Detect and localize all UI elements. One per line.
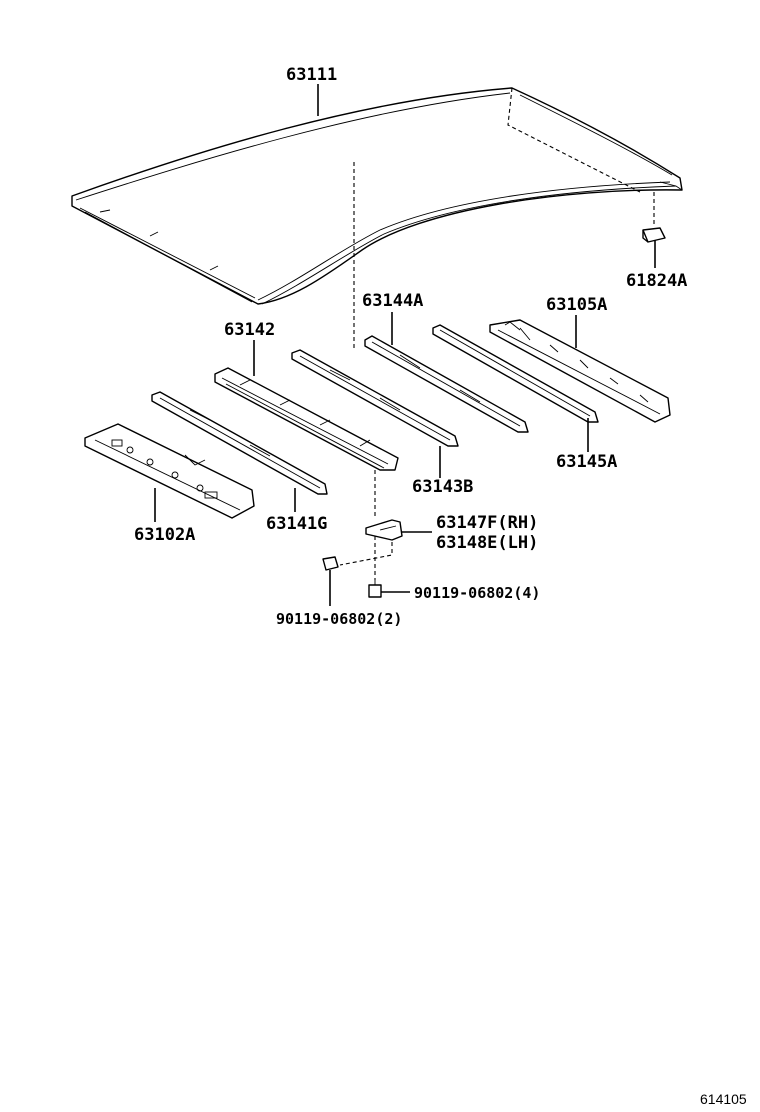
reinforcement-63105a[interactable] — [489, 319, 671, 423]
label-63145a: 63145A — [556, 452, 617, 472]
roof-panel[interactable] — [71, 87, 683, 305]
diagram-number: 614105 — [700, 1091, 747, 1107]
label-bolt-2: 90119-06802(2) — [276, 610, 402, 628]
label-63111: 63111 — [286, 65, 337, 85]
roof-bow-63141g[interactable] — [151, 391, 328, 495]
label-63147f-rh: 63147F(RH) — [436, 513, 538, 533]
reinforcement-63102a[interactable] — [84, 423, 255, 519]
label-bolt-4: 90119-06802(4) — [414, 584, 540, 602]
bolt-90119-06802-4[interactable] — [368, 578, 382, 598]
bracket-63147f-63148e[interactable] — [365, 519, 403, 541]
label-63143b: 63143B — [412, 477, 473, 497]
roof-bow-63144a[interactable] — [364, 335, 529, 433]
leader-lines — [154, 84, 656, 606]
roof-bow-63143b[interactable] — [291, 349, 459, 447]
label-63102a: 63102A — [134, 525, 195, 545]
reinforcement-63142[interactable] — [214, 367, 399, 471]
roof-bow-63145a[interactable] — [432, 324, 599, 423]
label-61824a: 61824A — [626, 271, 687, 291]
label-63105a: 63105A — [546, 295, 607, 315]
label-63148e-lh: 63148E(LH) — [436, 533, 538, 553]
label-63141g: 63141G — [266, 514, 327, 534]
label-63144a: 63144A — [362, 291, 423, 311]
roof-hidden-edge — [507, 87, 641, 193]
roof-clip-61824a[interactable] — [642, 227, 666, 243]
bracket-nut-line — [339, 542, 393, 566]
label-63142: 63142 — [224, 320, 275, 340]
bolt-90119-06802-2[interactable] — [322, 556, 339, 571]
